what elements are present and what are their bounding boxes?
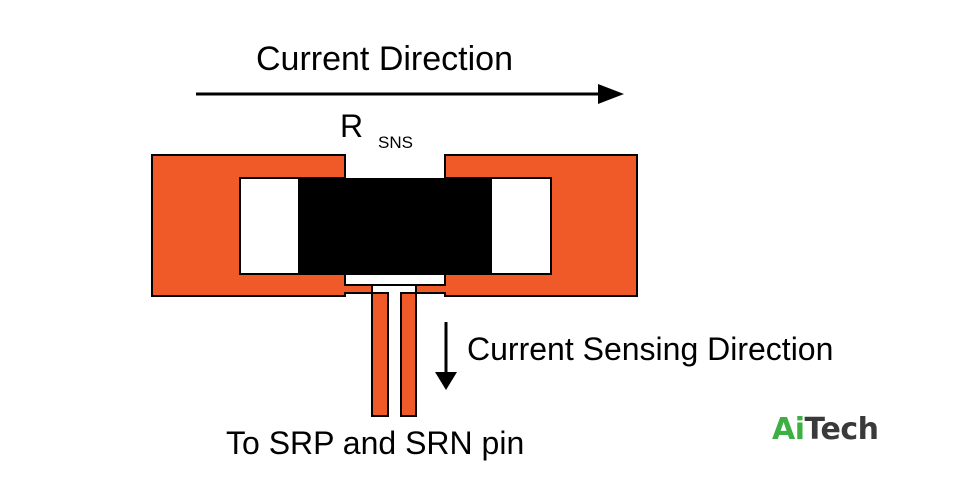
current-direction-arrowhead — [598, 84, 624, 104]
resistor-gap — [344, 273, 446, 286]
resistor-body — [298, 178, 492, 274]
logo-part-ai: Ai — [772, 412, 805, 447]
aitech-logo: AiTech — [772, 412, 879, 447]
left-resistor-terminal — [239, 177, 301, 275]
sensing-direction-label: Current Sensing Direction — [467, 331, 834, 367]
pin-label: To SRP and SRN pin — [226, 425, 525, 461]
current-direction-label: Current Direction — [256, 40, 513, 78]
logo-part-tech: Tech — [804, 412, 879, 447]
right-resistor-terminal — [489, 177, 552, 275]
sensing-direction-arrowhead — [435, 372, 457, 390]
resistor-label-subscript: SNS — [378, 133, 413, 152]
resistor-label: R — [340, 108, 364, 144]
